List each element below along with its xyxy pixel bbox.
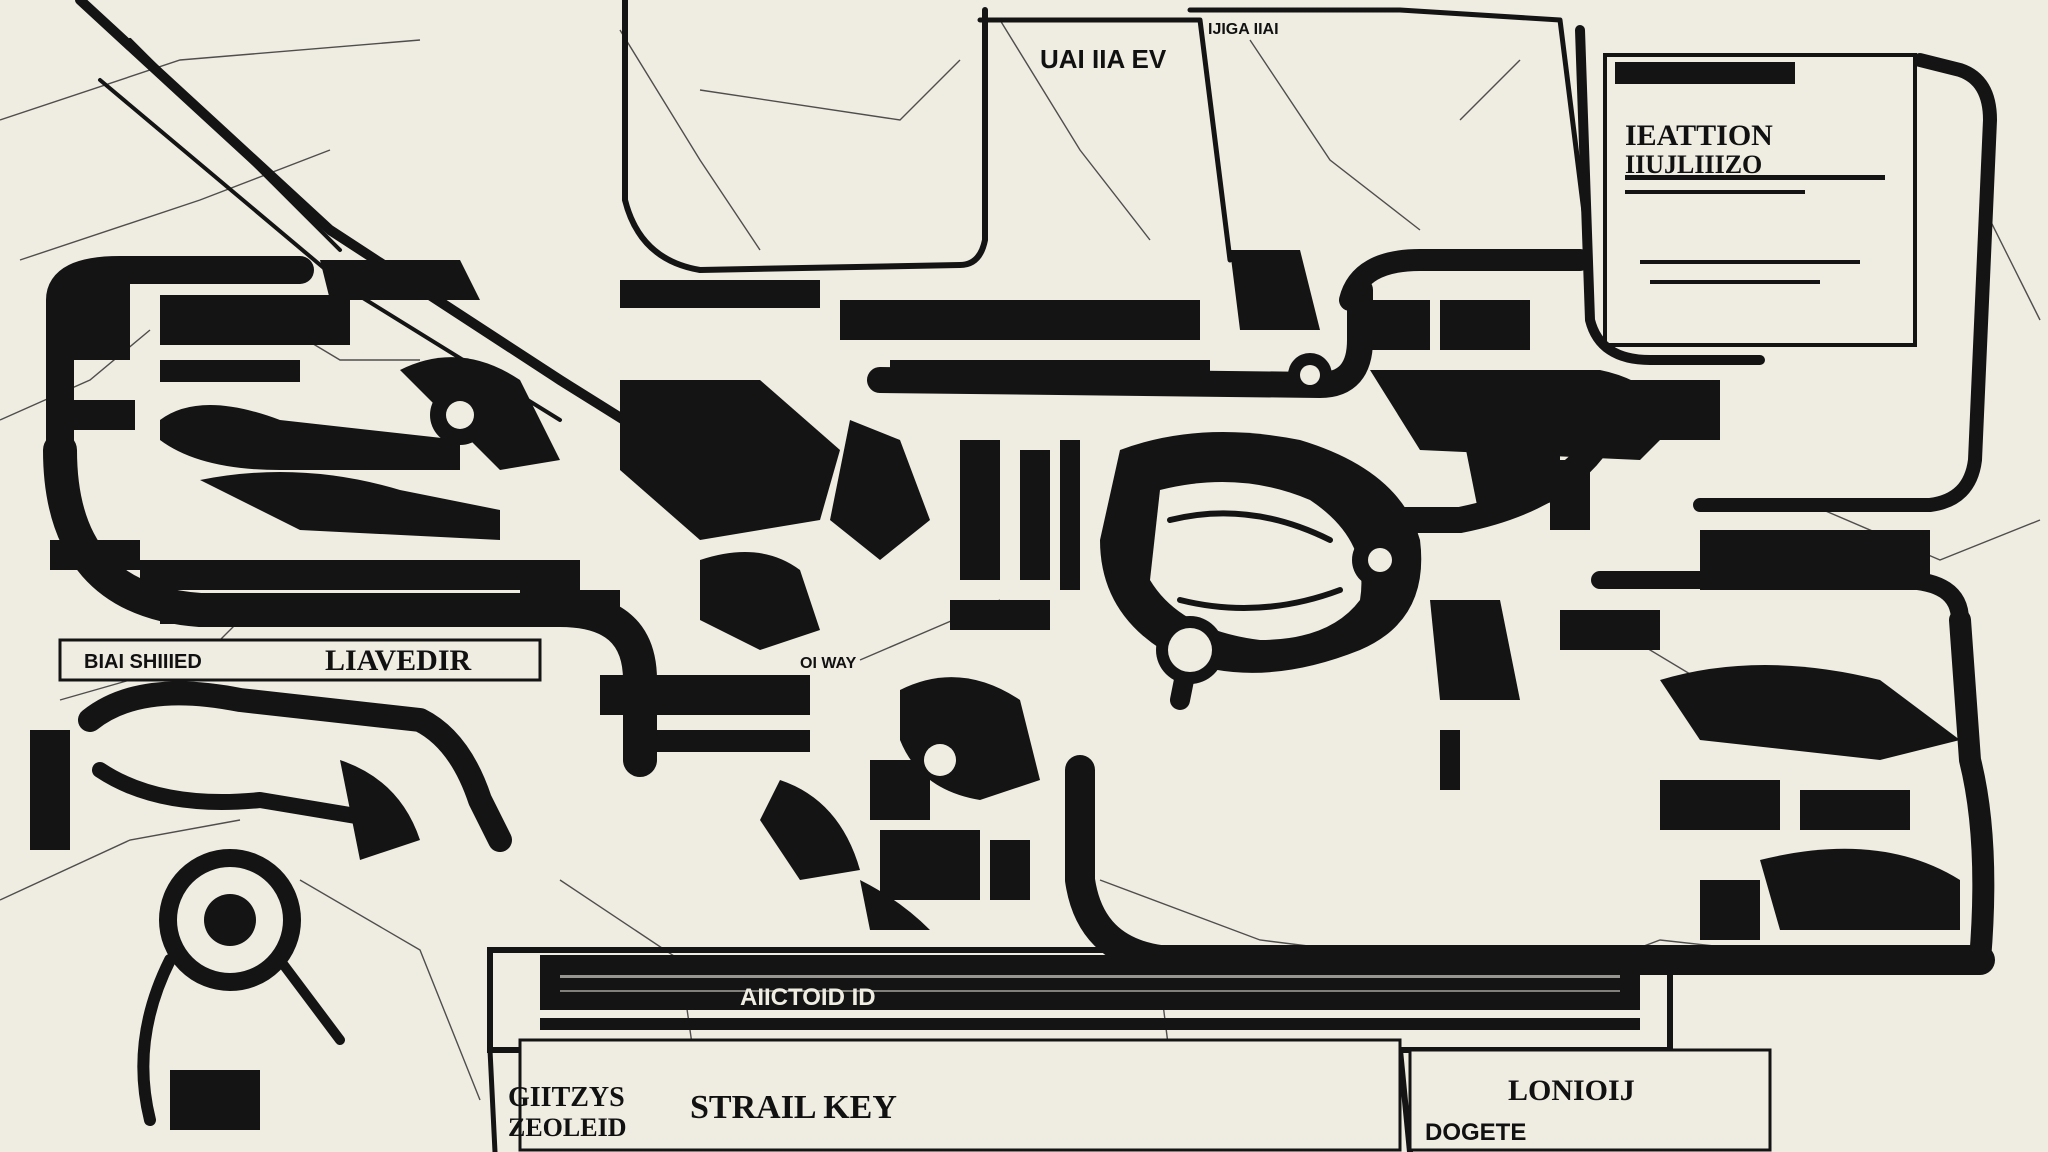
legend-panel — [1603, 53, 1917, 347]
center-lower-district — [600, 552, 1050, 930]
label-top-center: UAI IIA EV — [1040, 44, 1167, 74]
label-left-band-small: BIAI SHIIIED — [84, 651, 202, 673]
label-bottom-right-line2: DOGETE — [1425, 1119, 1526, 1146]
right-district — [1370, 370, 1960, 940]
label-bottom-right-line1: LONIOIJ — [1508, 1074, 1635, 1107]
label-bottom-left-line1: GIITZYS — [508, 1082, 625, 1113]
label-top-right-small: IJIGA IIAI — [1208, 21, 1279, 38]
label-boxes — [58, 638, 1772, 1152]
upper-panels — [622, 0, 1997, 512]
center-upper-district — [620, 250, 1530, 590]
label-mid-small: OI WAY — [800, 655, 857, 672]
label-bottom-center: STRAIL KEY — [690, 1089, 897, 1126]
runway-band — [540, 955, 1640, 1010]
label-left-band-large: LIAVEDIR — [325, 644, 471, 677]
label-bottom-left-line2: ZEOLEID — [508, 1113, 627, 1142]
legend-title-line1: IEATTION — [1625, 119, 1773, 152]
roundabout — [159, 849, 301, 991]
label-bottom-band: AIICTOID ID — [740, 984, 876, 1011]
legend-title-line2: IIUJLIIIZO — [1625, 150, 1762, 179]
left-district — [50, 260, 620, 624]
southwest-district — [30, 681, 512, 1130]
background-linework — [0, 19, 2041, 1141]
